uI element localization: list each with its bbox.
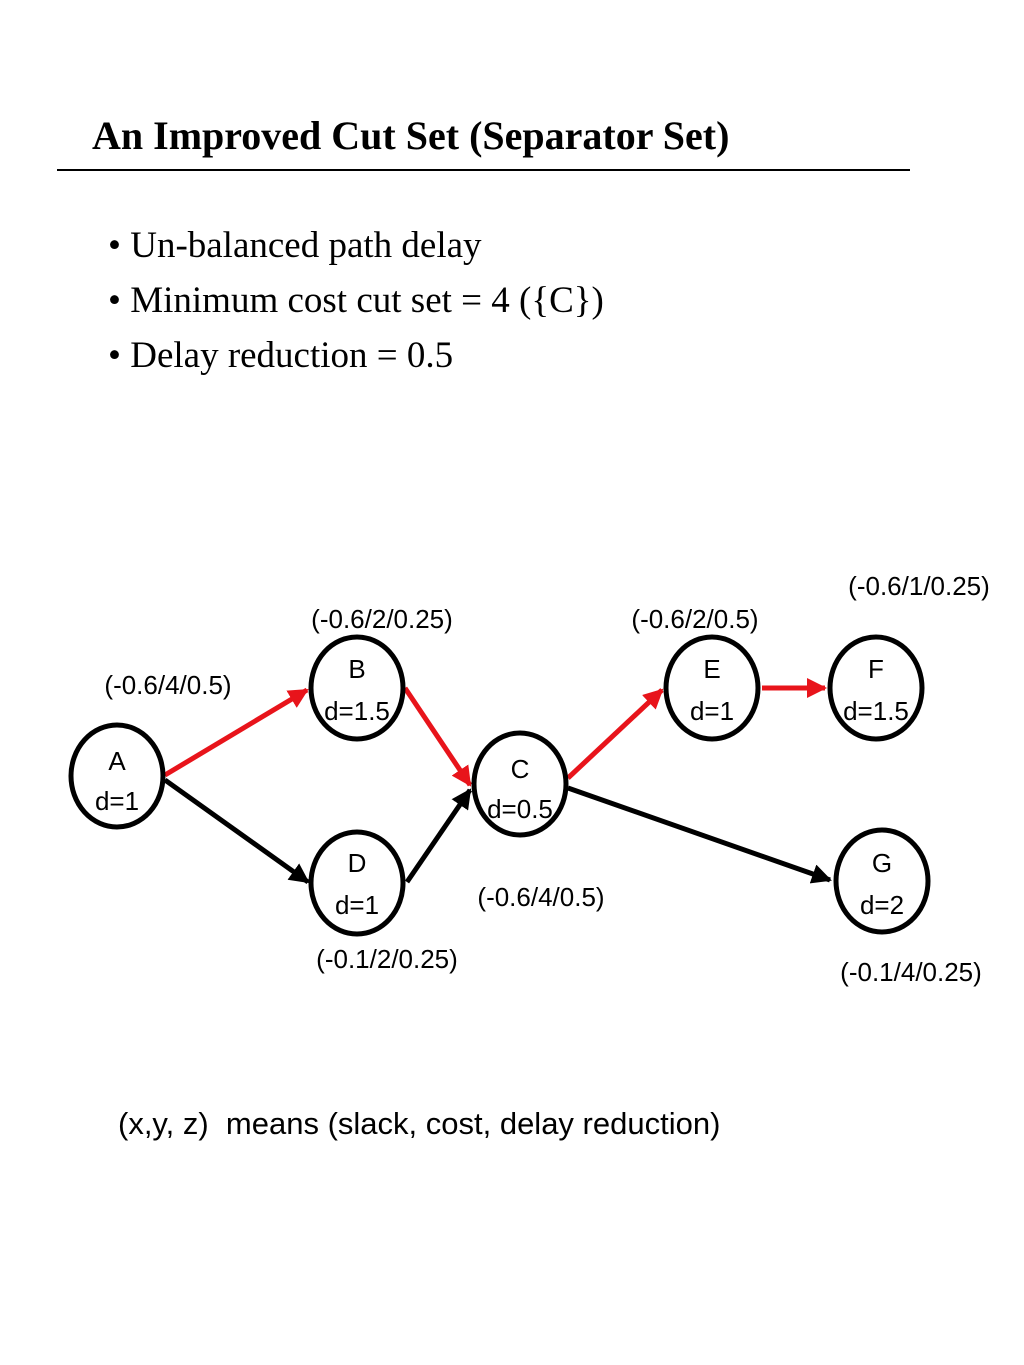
slide-title: An Improved Cut Set (Separator Set) bbox=[92, 113, 730, 158]
edge-a-b bbox=[163, 687, 309, 778]
bullet-list: Un-balanced path delay Minimum cost cut … bbox=[108, 218, 604, 383]
node-c: C d=0.5 bbox=[471, 730, 569, 838]
node-g-name: G bbox=[872, 848, 892, 878]
annotation-a: (-0.6/4/0.5) bbox=[104, 670, 231, 700]
bullet-item: Minimum cost cut set = 4 ({C}) bbox=[108, 273, 604, 328]
node-g-delay: d=2 bbox=[860, 890, 904, 920]
node-c-delay: d=0.5 bbox=[487, 794, 553, 824]
edge-a-d bbox=[163, 777, 310, 885]
annotation-g: (-0.1/4/0.25) bbox=[840, 957, 982, 987]
annotation-f: (-0.6/1/0.25) bbox=[848, 571, 990, 601]
title-underline bbox=[57, 169, 910, 171]
node-f-delay: d=1.5 bbox=[843, 696, 909, 726]
annotation-d: (-0.1/2/0.25) bbox=[316, 944, 458, 974]
node-d-name: D bbox=[348, 848, 367, 878]
edge-c-e bbox=[566, 688, 664, 780]
annotation-e: (-0.6/2/0.5) bbox=[631, 604, 758, 634]
edge-d-c bbox=[404, 788, 473, 884]
node-e: E d=1 bbox=[663, 634, 761, 742]
node-g: G d=2 bbox=[833, 827, 931, 935]
node-a-delay: d=1 bbox=[95, 786, 139, 816]
node-d-delay: d=1 bbox=[335, 890, 379, 920]
node-c-name: C bbox=[511, 754, 530, 784]
node-b-name: B bbox=[348, 654, 365, 684]
node-a: A d=1 bbox=[68, 722, 166, 830]
node-b-delay: d=1.5 bbox=[324, 696, 390, 726]
bullet-item: Un-balanced path delay bbox=[108, 218, 604, 273]
node-f: F d=1.5 bbox=[827, 634, 925, 742]
node-e-name: E bbox=[703, 654, 720, 684]
node-f-name: F bbox=[868, 654, 884, 684]
legend-note: (x,y, z) means (slack, cost, delay reduc… bbox=[118, 1106, 721, 1141]
node-a-name: A bbox=[108, 746, 126, 776]
annotation-b: (-0.6/2/0.25) bbox=[311, 604, 453, 634]
bullet-item: Delay reduction = 0.5 bbox=[108, 328, 604, 383]
node-b: B d=1.5 bbox=[308, 634, 406, 742]
edge-b-c bbox=[402, 686, 473, 787]
node-e-delay: d=1 bbox=[690, 696, 734, 726]
annotation-c: (-0.6/4/0.5) bbox=[477, 882, 604, 912]
node-d: D d=1 bbox=[308, 829, 406, 937]
edge-c-g bbox=[567, 785, 832, 884]
